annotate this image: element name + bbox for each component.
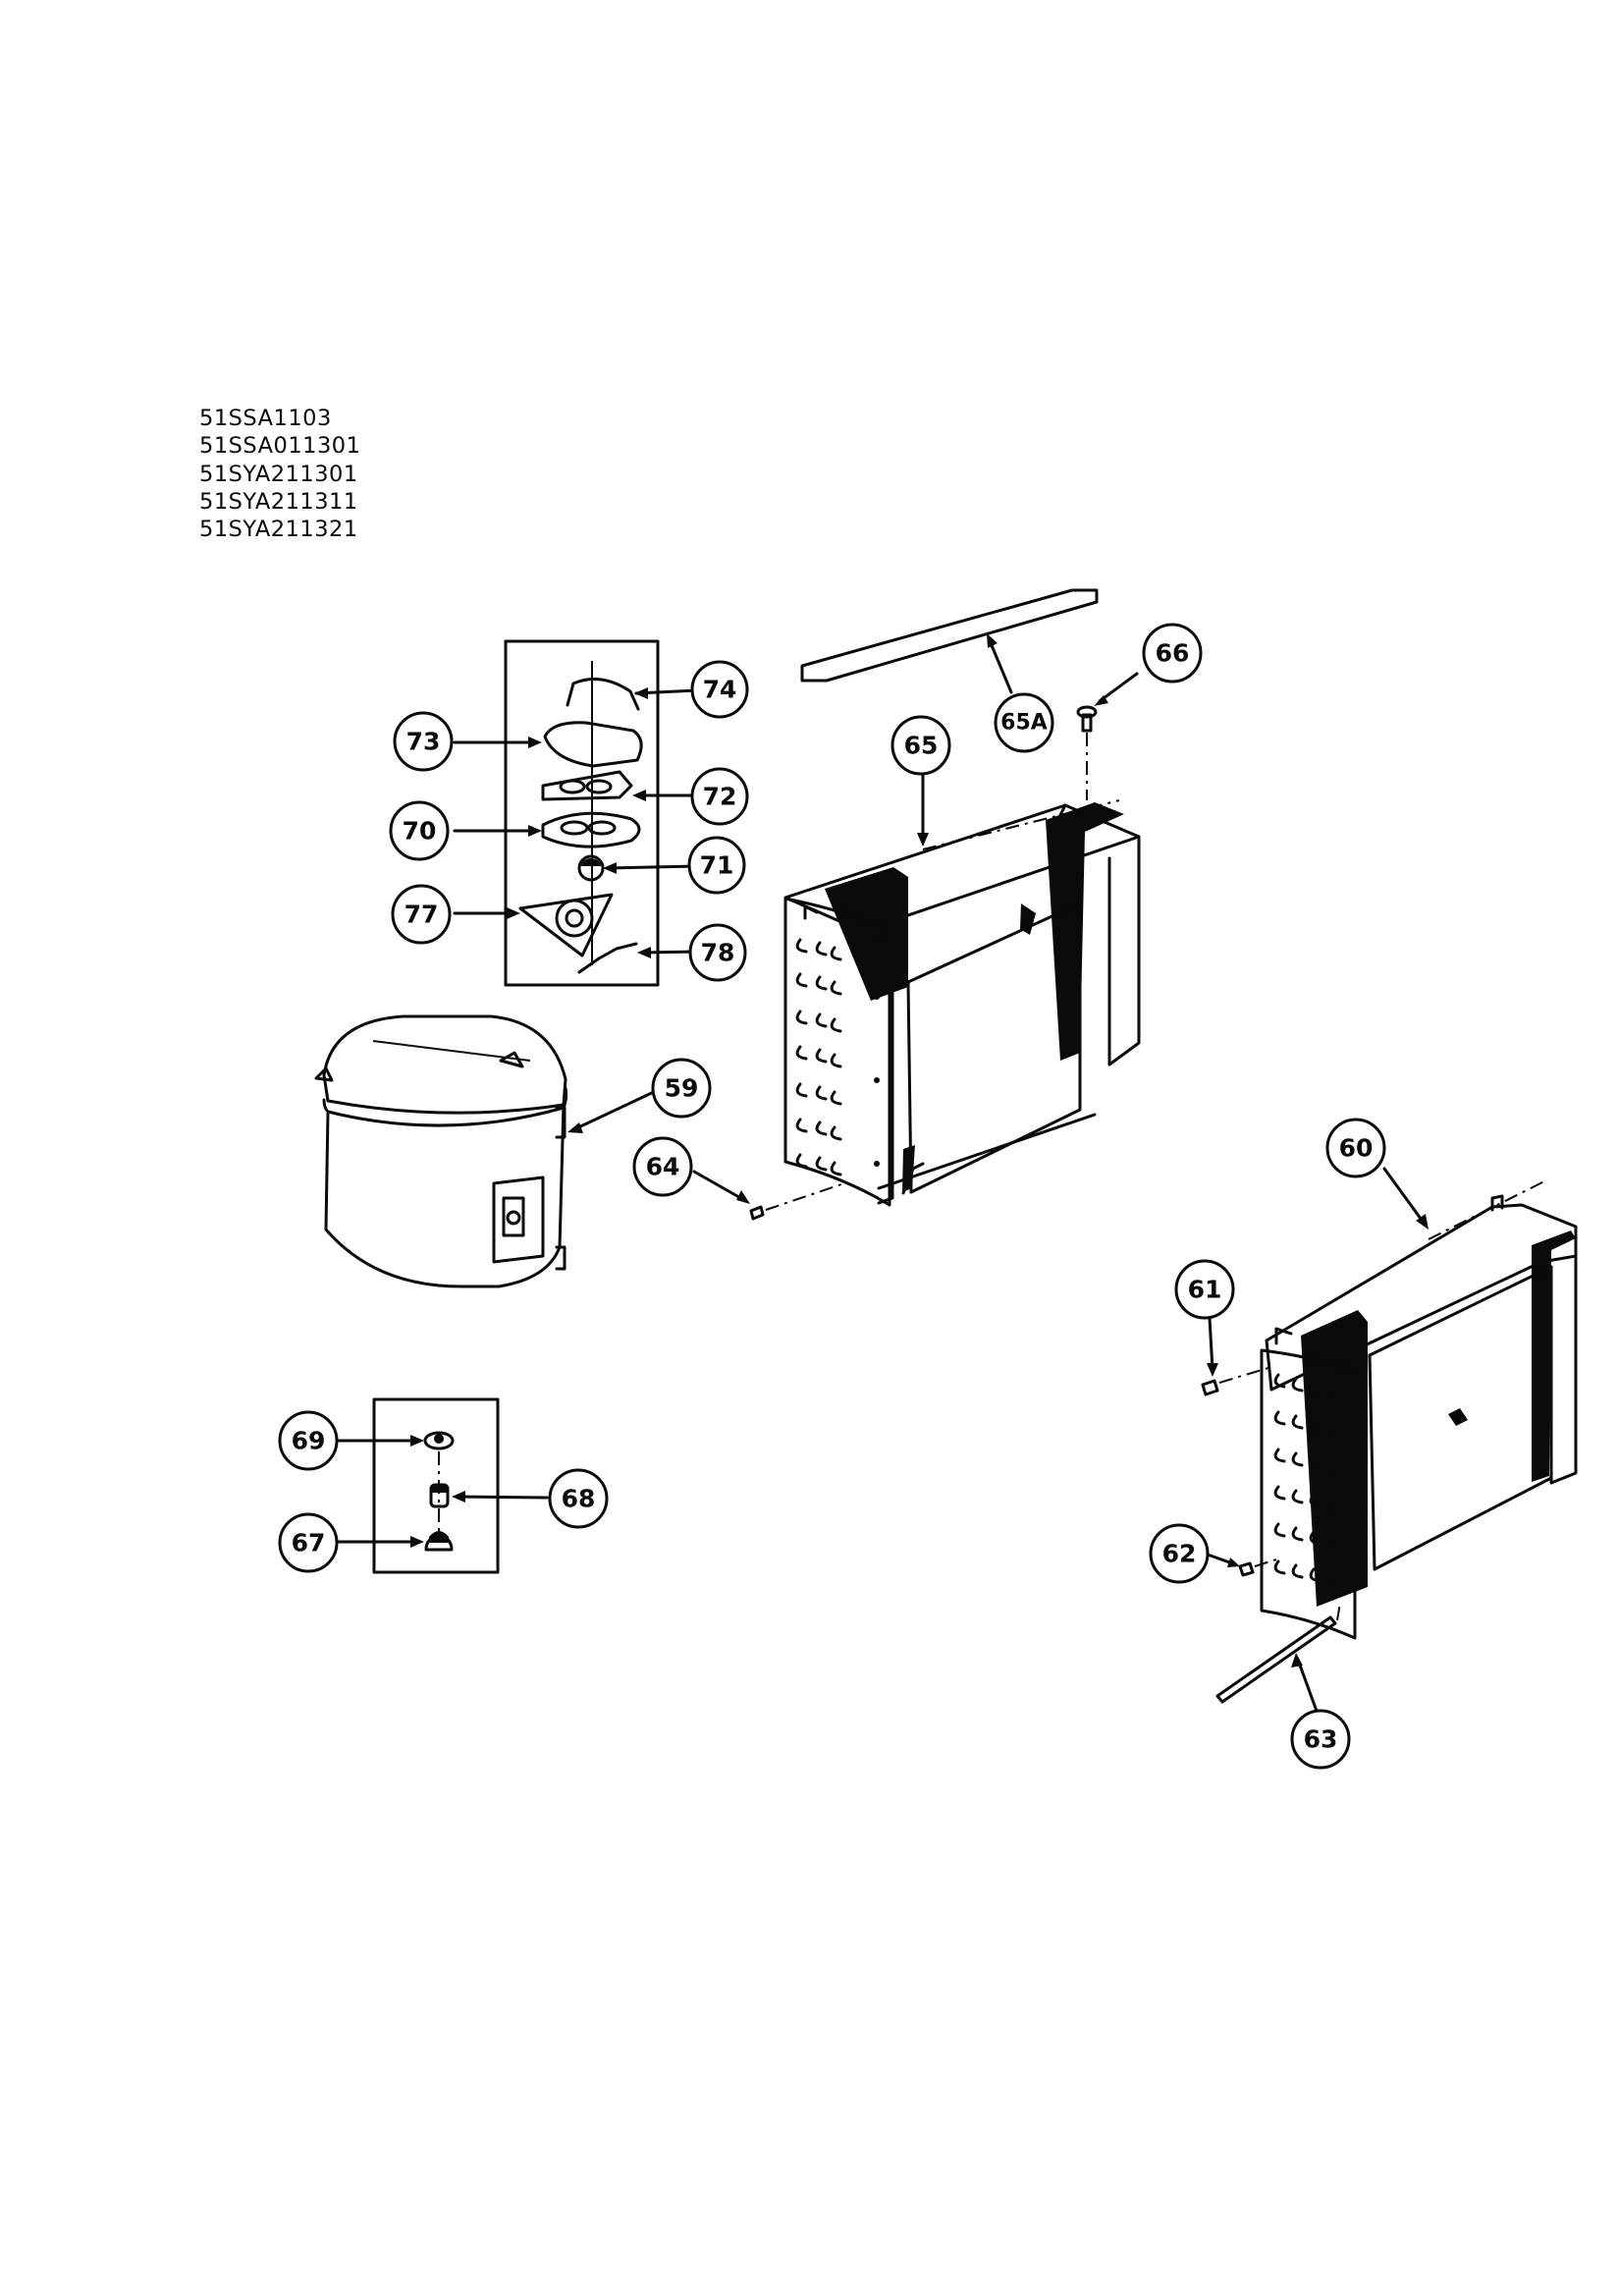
callout-78: 78 [688,923,747,982]
callout-61: 61 [1174,1259,1235,1320]
callout-69: 69 [278,1410,339,1471]
terminal-kit-group [453,639,704,987]
evaporator-coil-part-60 [1260,1167,1578,1640]
callout-66: 66 [1142,623,1203,683]
svg-text:60: 60 [1339,1134,1374,1163]
callout-71: 71 [687,836,746,895]
svg-text:78: 78 [701,939,735,967]
svg-text:65: 65 [904,732,939,760]
callout-59: 59 [651,1058,712,1119]
coil-hairpins [795,938,842,1176]
gasket-part-70 [541,811,641,848]
compressor-part-59 [314,1014,660,1288]
washer-part-69 [423,1431,455,1450]
svg-text:68: 68 [562,1485,596,1513]
svg-text:62: 62 [1162,1540,1197,1568]
model-number: 51SSA011301 [199,433,361,460]
clip-part-78 [577,942,638,974]
screw-part-62 [1206,1553,1277,1577]
callout-65a: 65A [994,692,1054,753]
screw-part-61 [1201,1316,1272,1396]
terminal-kit-frame [504,639,660,987]
callout-63: 63 [1290,1709,1351,1770]
svg-text:73: 73 [406,728,441,756]
svg-text:72: 72 [703,783,737,811]
callout-62: 62 [1149,1523,1210,1584]
callout-64: 64 [632,1136,693,1197]
condenser-coil-part-65 [783,769,1141,1207]
screw-part-66 [1076,672,1139,800]
svg-text:74: 74 [703,676,737,704]
callout-77: 77 [391,884,452,945]
svg-text:71: 71 [700,851,734,880]
svg-text:70: 70 [403,817,437,846]
screw-part-64 [692,1170,845,1221]
baffle-strip-part-65a [800,588,1099,694]
callout-74: 74 [690,660,749,719]
clip-part-74 [566,678,640,711]
model-number: 51SYA211301 [199,461,358,487]
svg-text:69: 69 [292,1427,326,1455]
callout-70: 70 [389,800,450,861]
callout-65: 65 [890,715,951,776]
grommet-kit-frame [372,1397,500,1574]
svg-text:77: 77 [404,901,439,929]
rod-part-63 [1215,1602,1341,1716]
svg-text:65A: 65A [1000,711,1048,736]
svg-text:66: 66 [1156,639,1190,668]
svg-text:63: 63 [1304,1725,1338,1754]
model-number: 51SSA1103 [199,406,332,431]
evaporator-hairpins [1273,1373,1339,1587]
callout-60: 60 [1325,1118,1386,1178]
model-number: 51SYA211321 [199,517,358,543]
callout-73: 73 [393,711,454,772]
cover-part-73 [543,721,643,768]
callout-72: 72 [690,767,749,826]
grommet-kit-group [336,1397,549,1574]
callout-68: 68 [548,1468,609,1529]
svg-text:59: 59 [665,1074,699,1103]
svg-text:64: 64 [646,1153,680,1181]
callout-67: 67 [278,1512,339,1573]
svg-text:67: 67 [292,1529,326,1558]
model-number: 51SYA211311 [199,488,358,515]
model-number-list: 51SSA1103 51SSA011301 51SYA211301 51SYA2… [199,405,360,543]
svg-text:61: 61 [1188,1276,1222,1304]
gasket-part-72 [541,770,633,801]
